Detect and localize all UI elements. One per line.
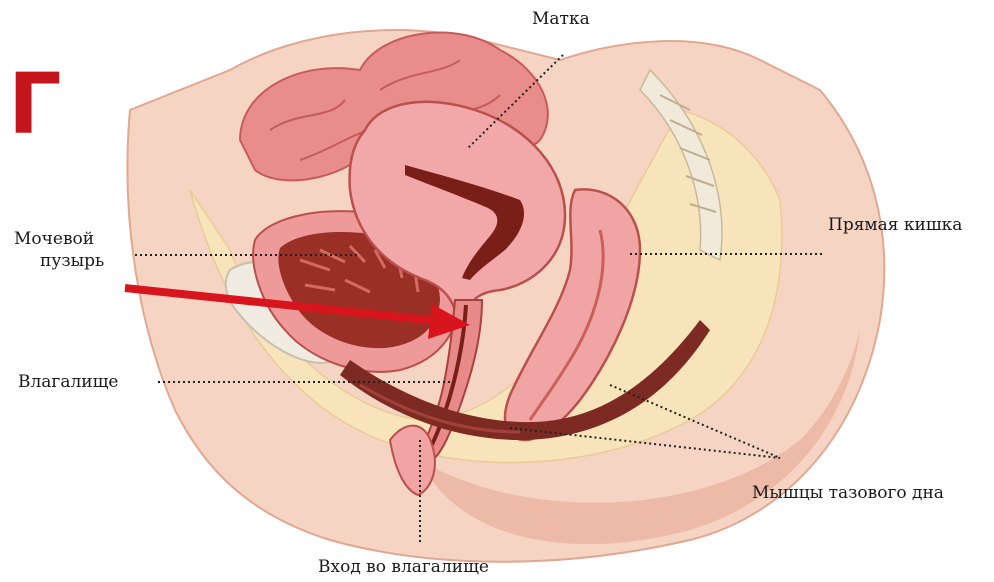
panel-letter: Г bbox=[8, 62, 62, 146]
label-bladder-line2: пузырь bbox=[14, 250, 104, 272]
label-rectum: Прямая кишка bbox=[828, 214, 962, 236]
label-vaginal-entrance: Вход во влагалище bbox=[318, 556, 489, 578]
label-uterus: Матка bbox=[532, 8, 590, 30]
label-bladder: Мочевой пузырь bbox=[14, 228, 104, 272]
label-pelvic-floor: Мышцы тазового дна bbox=[752, 482, 944, 504]
label-bladder-line1: Мочевой bbox=[14, 228, 104, 250]
label-vagina: Влагалище bbox=[18, 371, 118, 393]
